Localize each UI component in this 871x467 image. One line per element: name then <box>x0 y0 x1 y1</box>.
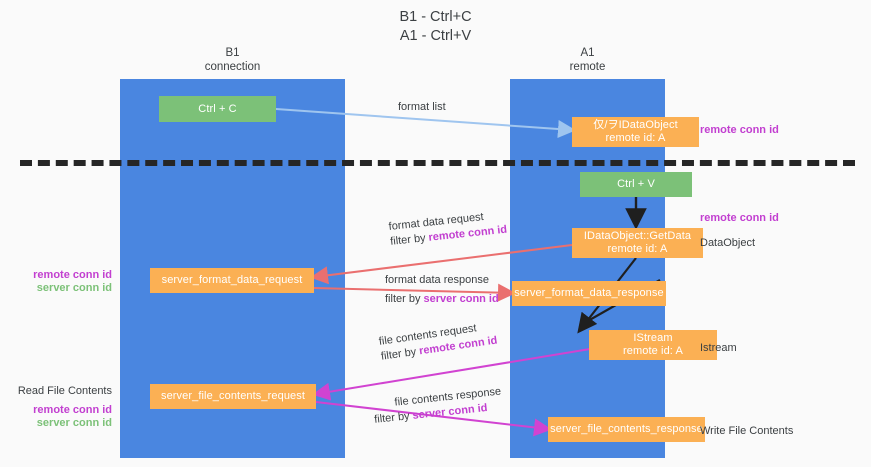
annotation-left-remote-conn-id: remote conn id <box>33 269 112 281</box>
node-istream[interactable]: IStream remote id: A <box>589 330 717 360</box>
annotation-remote-conn-id-top: remote conn id <box>700 124 779 136</box>
filter-prefix: filter by <box>373 409 414 426</box>
lane-header-b1: B1 connection <box>204 47 261 73</box>
annotation-read-file-contents: Read File Contents <box>17 385 112 397</box>
page-title: B1 - Ctrl+C A1 - Ctrl+V <box>399 9 472 44</box>
node-server-file-contents-request[interactable]: server_file_contents_request <box>150 384 316 409</box>
node-server-format-data-request[interactable]: server_format_data_request <box>150 268 314 293</box>
filter-prefix: filter by <box>389 231 430 248</box>
filter-key-server-conn-id: server conn id <box>423 293 499 305</box>
edge-label-format-data-response-group: format data response filter by server co… <box>385 273 499 307</box>
annotation-remote-conn-id-mid: remote conn id <box>700 212 779 224</box>
annotation-left-server-conn-id: server conn id <box>36 282 112 294</box>
annotation-left-server-conn-id-2: server conn id <box>36 417 112 429</box>
lane-header-a1: A1 remote <box>569 47 606 73</box>
node-server-format-data-response[interactable]: server_format_data_response <box>512 281 666 306</box>
node-ctrl-c[interactable]: Ctrl + C <box>159 96 276 122</box>
edge-label-file-contents-request-group: file contents request filter by remote c… <box>378 319 498 365</box>
edge-label-format-data-response-filter: filter by server conn id <box>385 288 499 307</box>
annotation-left-remote-conn-id-2: remote conn id <box>33 404 112 416</box>
node-idataobject-getdata[interactable]: IDataObject::GetData remote id: A <box>572 228 703 258</box>
node-server-file-contents-response[interactable]: server_file_contents_response <box>548 417 705 442</box>
annotation-dataobject: DataObject <box>700 237 756 249</box>
phase-divider <box>20 160 855 166</box>
edge-label-format-data-request-group: format data request filter by remote con… <box>388 208 508 250</box>
annotation-istream: Istream <box>700 342 737 354</box>
edge-label-format-list: format list <box>398 101 446 113</box>
node-ctrl-v[interactable]: Ctrl + V <box>580 172 692 197</box>
filter-prefix: filter by <box>380 345 421 363</box>
edge-label-file-contents-response-group: file contents response filter by server … <box>372 385 503 428</box>
filter-prefix: filter by <box>385 293 424 305</box>
edge-label-format-data-response: format data response <box>385 274 489 286</box>
node-idataobject-remote[interactable]: 仅/ヲIDataObject remote id: A <box>572 117 699 147</box>
annotation-write-file-contents: Write File Contents <box>700 425 794 437</box>
